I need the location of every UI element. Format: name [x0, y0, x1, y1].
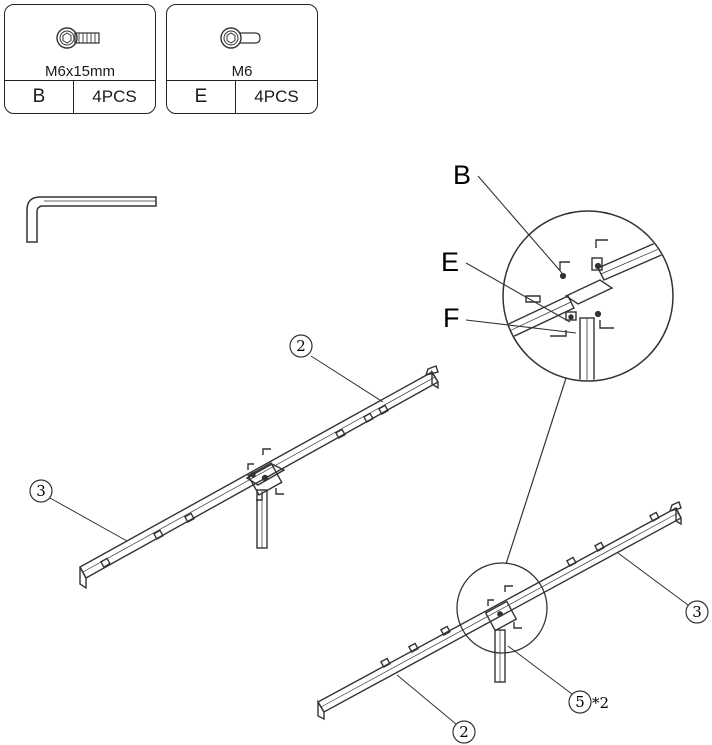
- detail-label-b: B: [453, 160, 471, 190]
- callout-left-part-2: [289, 334, 384, 403]
- allen-key-icon: [26, 196, 157, 243]
- detail-label-f: F: [443, 303, 460, 333]
- leader-line-f: [465, 319, 577, 334]
- callout-number: 3: [692, 603, 702, 621]
- left-rail: [79, 365, 439, 590]
- callout-number: 2: [296, 337, 306, 355]
- part-letter: E: [167, 81, 236, 113]
- detail-connector-line: [505, 374, 568, 565]
- hex-socket-nut-icon: [167, 13, 317, 63]
- part-quantity: 4PCS: [92, 87, 137, 106]
- right-leg-bracket: [484, 585, 522, 683]
- callout-number: 5: [575, 693, 585, 711]
- callout-number: 2: [459, 723, 469, 741]
- callout-right-part-3: [617, 552, 709, 624]
- callout-leg-part-5: [507, 645, 592, 714]
- callout-multiplier: *2: [592, 694, 609, 712]
- hex-socket-bolt-icon: [5, 13, 155, 63]
- part-size-label: M6x15mm: [44, 63, 115, 80]
- leader-line-b: [477, 175, 563, 274]
- leader-line-e: [465, 262, 571, 323]
- callout-right-part-2: [396, 674, 476, 744]
- callout-left-part-3: [29, 479, 128, 542]
- part-size-label: M6: [231, 63, 253, 80]
- callout-number: 3: [36, 482, 46, 500]
- part-card-b: M6x15mm B 4PCS: [4, 4, 156, 114]
- part-letter: B: [5, 81, 74, 113]
- right-rail: [317, 501, 682, 721]
- part-row: B 4PCS: [5, 80, 155, 113]
- part-quantity: 4PCS: [254, 87, 299, 106]
- part-card-e: M6 E 4PCS: [166, 4, 318, 114]
- detail-focus-circle: [456, 562, 548, 654]
- detail-label-e: E: [441, 247, 459, 277]
- part-row: E 4PCS: [167, 80, 317, 113]
- left-leg-bracket: [245, 448, 286, 549]
